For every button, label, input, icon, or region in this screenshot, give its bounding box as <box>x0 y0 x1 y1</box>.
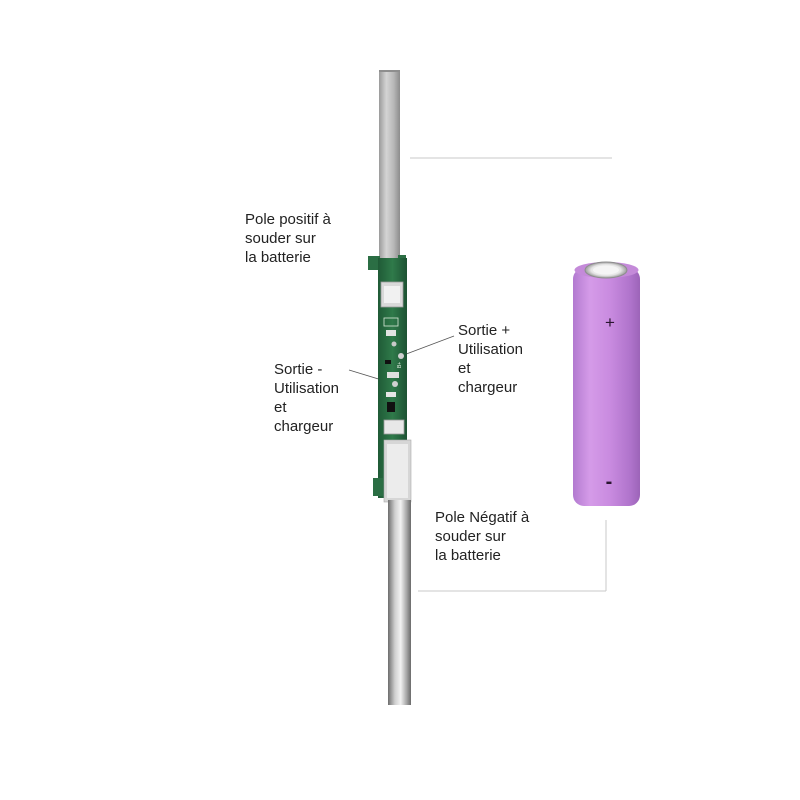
label-line: et <box>458 360 471 377</box>
label-line: et <box>274 399 287 416</box>
label-line: Pole positif à <box>245 211 331 228</box>
label-line: Utilisation <box>458 341 524 358</box>
label-negative-pole: Pole Négatif à souder sur la batterie <box>435 508 529 565</box>
battery-plus-sign: + <box>605 313 615 332</box>
label-line: chargeur <box>458 379 518 396</box>
label-positive-pole: Pole positif à souder sur la batterie <box>245 210 331 267</box>
label-line: Sortie - <box>274 361 323 378</box>
leader-lines <box>348 157 612 592</box>
label-line: souder sur <box>245 230 316 247</box>
negative-nickel-strip <box>383 439 412 705</box>
label-line: souder sur <box>435 528 506 545</box>
leader-line-sortie-plus <box>400 335 455 357</box>
battery-minus-sign: - <box>606 471 613 493</box>
label-line: la batterie <box>435 547 501 564</box>
battery-cell: + - <box>573 261 640 506</box>
label-line: la batterie <box>245 249 311 266</box>
pcb-silkscreen-bplus: B+ <box>397 362 403 368</box>
label-line: Sortie + <box>458 322 511 339</box>
label-output-plus: Sortie + Utilisation et chargeur <box>458 321 523 397</box>
label-line: chargeur <box>274 418 334 435</box>
label-line: Pole Négatif à <box>435 509 530 526</box>
positive-nickel-strip <box>379 70 400 270</box>
label-output-minus: Sortie - Utilisation et chargeur <box>274 360 339 436</box>
label-line: Utilisation <box>274 380 340 397</box>
